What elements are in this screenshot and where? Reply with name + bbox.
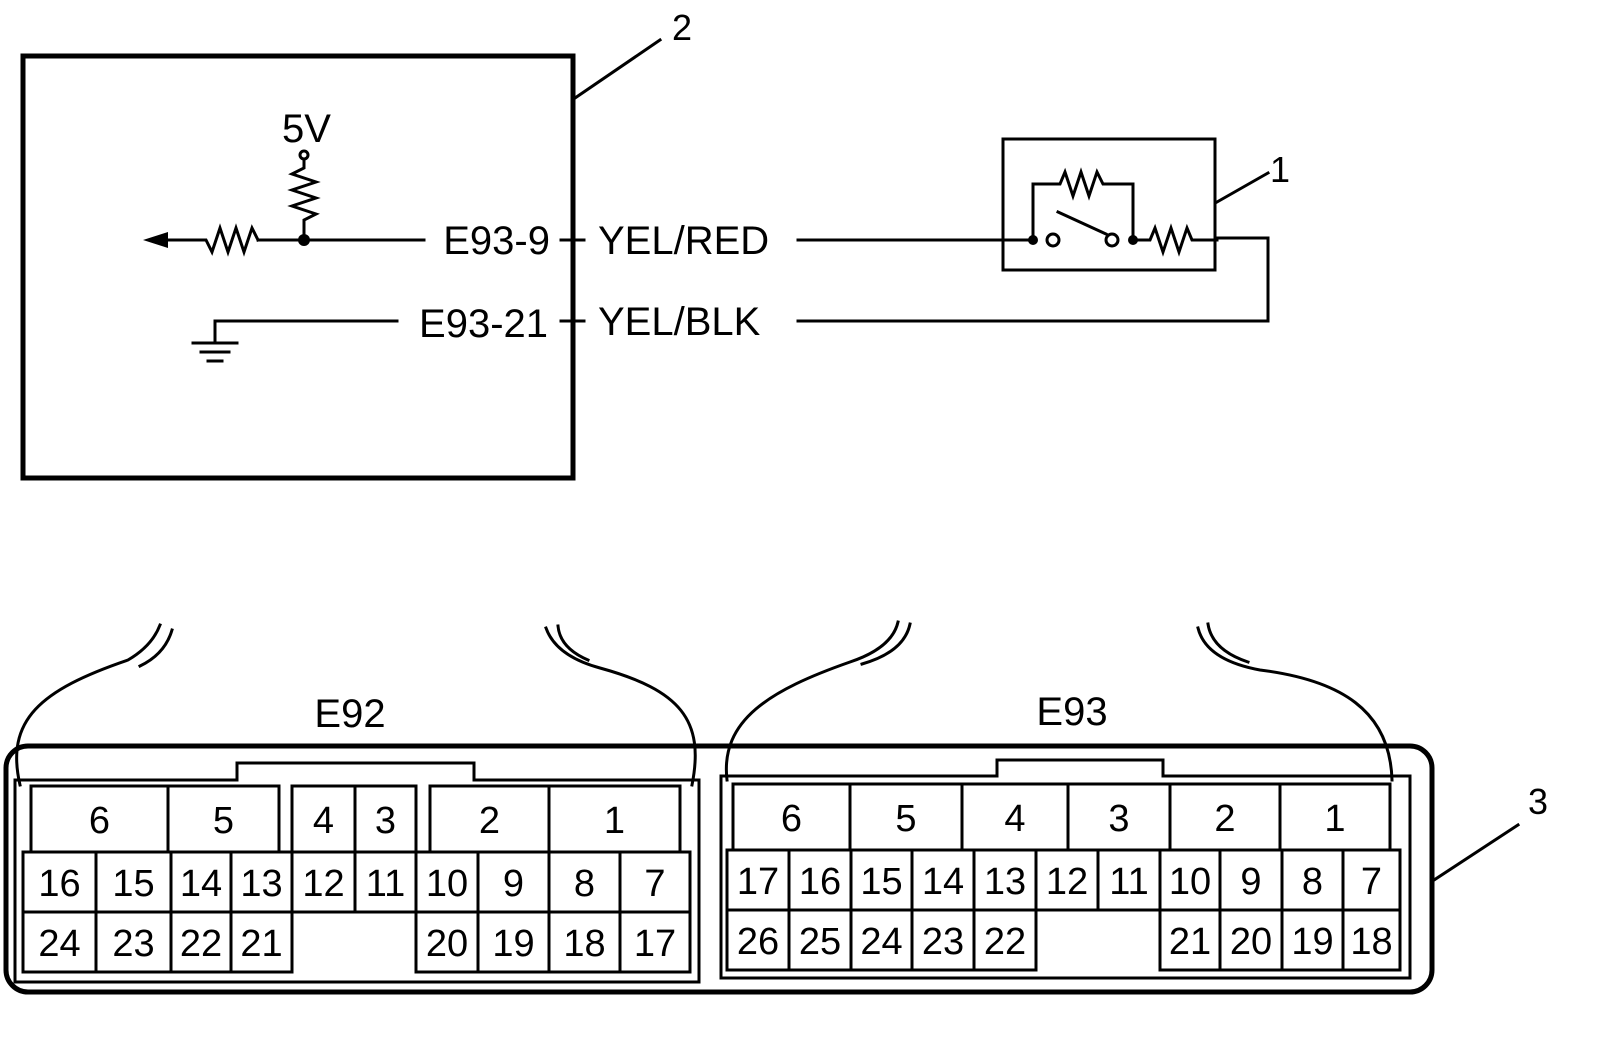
connector-e93: E93 [719, 620, 1412, 980]
e93-pin-label: 18 [1350, 921, 1392, 963]
e93-group-label: 2 [1214, 798, 1235, 840]
terminal-label-ground: E93-21 [419, 302, 548, 346]
wire-ground [796, 236, 1270, 323]
e93-pin-label: 8 [1302, 861, 1323, 903]
pullup-resistor-icon [287, 157, 321, 242]
e93-group-label: 5 [895, 798, 916, 840]
switch-assembly: 1 [1001, 137, 1290, 272]
e92-pin-label: 8 [574, 863, 595, 905]
e93-harness-left [724, 620, 900, 782]
switch-contact-left-icon [1045, 232, 1061, 248]
e93-pin-label: 16 [799, 861, 841, 903]
switch-callout: 1 [1270, 149, 1290, 190]
e93-pin-label: 24 [860, 921, 902, 963]
e93-pin-label: 25 [799, 921, 841, 963]
connector-housing [3, 743, 1435, 995]
series-resistor-icon [158, 223, 261, 257]
e93-pin-label: 22 [984, 921, 1026, 963]
module-callout-leader [572, 37, 663, 101]
wire-color-signal: YEL/RED [598, 219, 769, 263]
e92-pin-label: 19 [492, 923, 534, 965]
e92-group-label: 2 [479, 800, 500, 842]
e93-pin-label: 11 [1109, 861, 1148, 903]
e93-pin-label: 13 [984, 861, 1026, 903]
e93-outline [719, 758, 1412, 980]
e92-pin-label: 16 [38, 863, 80, 905]
e93-pin-label: 20 [1230, 921, 1272, 963]
e93-pin-label: 12 [1046, 861, 1088, 903]
signal-arrow-icon [143, 232, 168, 248]
switch-contact-right-icon [1104, 232, 1120, 248]
e93-group-label: 1 [1324, 798, 1345, 840]
terminal-label-signal: E93-9 [443, 219, 550, 263]
e92-pin-label: 18 [563, 923, 605, 965]
e92-harness-right [544, 626, 697, 787]
wire-color-ground: YEL/BLK [598, 300, 761, 344]
e92-harness-left-2 [137, 628, 174, 669]
e92-pin-label: 14 [180, 863, 222, 905]
e93-group-label: 3 [1108, 798, 1129, 840]
junction-dot-icon [298, 234, 310, 246]
e92-pin-label: 11 [366, 863, 405, 905]
e93-pin-label: 23 [922, 921, 964, 963]
e92-group-label: 5 [213, 800, 234, 842]
e92-harness-right-2 [556, 624, 590, 662]
e92-pin-label: 13 [240, 863, 282, 905]
e93-pin-label: 15 [860, 861, 902, 903]
e93-pin-cell [972, 908, 1038, 972]
switch-box [1001, 137, 1217, 272]
parallel-resistor-icon [1031, 167, 1135, 242]
e93-pin-label: 21 [1169, 921, 1211, 963]
e92-pin-label: 7 [644, 863, 665, 905]
e92-group-label: 4 [313, 800, 334, 842]
ground-icon [191, 319, 239, 363]
connector-callout-leader [1431, 822, 1521, 883]
e92-pin-cell [229, 910, 294, 974]
switch-blade-icon [1056, 210, 1108, 236]
e93-pin-label: 19 [1291, 921, 1333, 963]
e93-group-label: 4 [1004, 798, 1025, 840]
connector-e92: E92 [13, 623, 701, 984]
e93-harness-left-2 [860, 622, 912, 666]
e92-pin-label: 17 [634, 923, 676, 965]
e92-group-label: 3 [375, 800, 396, 842]
e92-pin-label: 21 [240, 923, 282, 965]
supply-voltage-label: 5V [282, 107, 331, 151]
e93-pin-label: 26 [737, 921, 779, 963]
e93-pin-label: 17 [737, 861, 779, 903]
e92-pin-cell [618, 910, 692, 974]
e92-group-label: 6 [89, 800, 110, 842]
e92-pin-label: 22 [180, 923, 222, 965]
e93-group-label: 6 [781, 798, 802, 840]
connector-name-e92: E92 [314, 692, 385, 736]
e92-pin-label: 24 [38, 923, 80, 965]
e92-pin-label: 9 [503, 863, 524, 905]
e92-group-label: 1 [604, 800, 625, 842]
e92-pin-label: 10 [426, 863, 468, 905]
switch-callout-leader [1214, 170, 1271, 205]
e92-outline [13, 761, 701, 984]
module-callout: 2 [672, 7, 692, 48]
e93-harness-right [1196, 626, 1394, 782]
series-switch-resistor-icon [1131, 223, 1219, 257]
e92-pin-label: 15 [112, 863, 154, 905]
e93-pin-label: 9 [1240, 861, 1261, 903]
module: 2 5V E93-9 E93-21 [20, 7, 692, 481]
e92-harness-left [15, 623, 162, 787]
module-box [20, 53, 576, 481]
e93-pin-cell [1341, 908, 1402, 972]
e93-pin-label: 10 [1169, 861, 1211, 903]
e93-pin-label: 7 [1361, 861, 1382, 903]
e92-pin-label: 23 [112, 923, 154, 965]
e92-pin-label: 20 [426, 923, 468, 965]
switch-node-left-icon [1028, 235, 1038, 245]
connector-name-e93: E93 [1036, 690, 1107, 734]
connector-callout: 3 [1528, 781, 1548, 822]
e92-pin-label: 12 [302, 863, 344, 905]
e93-harness-right-2 [1206, 622, 1250, 664]
e93-pin-label: 14 [922, 861, 964, 903]
